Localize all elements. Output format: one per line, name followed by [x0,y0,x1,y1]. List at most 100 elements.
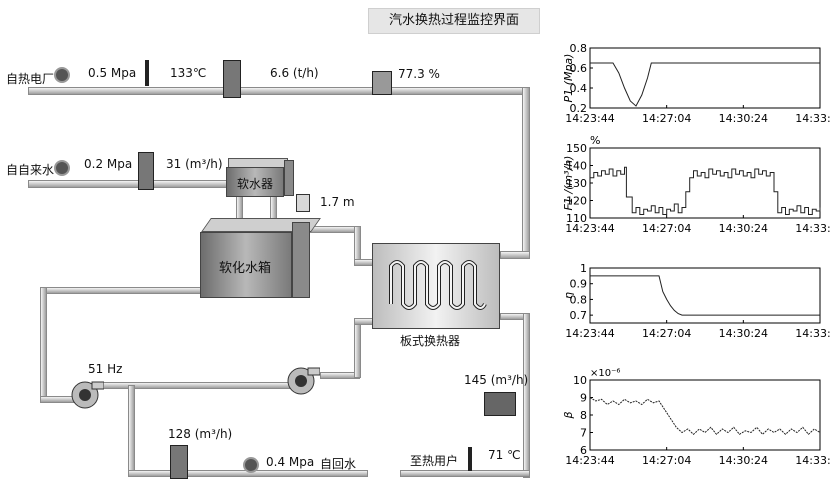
water-pressure-label: 0.2 Mpa [84,157,133,171]
x-tick-label: 14:23:44 [565,327,614,340]
chart-frame [589,47,821,109]
y-tick-label: 0.8 [570,293,588,306]
softener[interactable]: 软水器 [226,167,284,197]
level-label: 1.7 m [320,195,355,209]
steam-pressure-label: 0.5 Mpa [88,66,137,80]
page-title: 汽水换热过程监控界面 [368,8,540,34]
return-pressure-label: 0.4 Mpa [266,455,315,469]
y-tick-label: 150 [566,142,587,155]
chart-panel-4: 67891014:23:4414:27:0414:30:2414:33:44β×… [562,368,830,467]
y-tick-label: 130 [566,177,587,190]
x-tick-label: 14:27:04 [642,112,691,125]
water-pressure-gauge-icon [54,160,70,176]
supply-flow-label: 145 (m³/h) [464,373,529,387]
soft-tank-label: 软化水箱 [219,261,272,276]
supply-down-pipe [523,313,530,478]
steam-source-label: 自热电厂 [6,72,55,86]
y-tick-label: 0.8 [570,42,588,55]
soft-water-tank[interactable]: 软化水箱 [200,232,292,298]
x-tick-label: 14:27:04 [642,454,691,467]
tank-out-pipe [310,226,360,233]
x-tick-label: 14:33:44 [795,222,830,235]
series-line [590,166,821,215]
water-source-label: 自自来水 [6,163,55,177]
x-tick-label: 14:30:24 [719,112,768,125]
x-tick-label: 14:23:44 [565,222,614,235]
chart-frame [589,147,821,219]
chart-panel-2: 110 120 130 140 150 14:23:44 14:27:04 14:30:24 1… [562,134,830,235]
steam-flowmeter-icon [223,60,241,98]
x-tick-label: 14:33:44 [795,327,830,340]
y-tick-label: 0.7 [570,309,588,322]
water-pipe [28,180,238,188]
exchanger-coil-icon [389,260,487,310]
pump-1[interactable] [70,380,105,410]
water-flow-label: 31 (m³/h) [166,157,223,171]
return-down-pipe [128,385,135,475]
return-water-label: 自回水 [320,457,357,471]
x-tick-label: 14:30:24 [719,222,768,235]
y-tick-label: 0.6 [570,62,588,75]
x-tick-label: 14:30:24 [719,454,768,467]
y-tick-label: 10 [573,374,587,387]
return-pressure-gauge-icon [243,457,259,473]
chart-frame [589,379,821,451]
valve-opening-label: 77.3 % [398,67,440,81]
unit-note: % [590,134,600,147]
softener-label: 软水器 [237,177,274,191]
pump-freq-label: 51 Hz [88,362,123,376]
y-tick-label: 0.2 [570,102,588,115]
y-axis-label: P1 (Mpa) [562,54,575,103]
chart-panel-1: 0.2 0.4 0.6 0.8 14:23:44 14:27:04 14:30:24 14:3… [562,42,830,125]
y-tick-label: 120 [566,195,587,208]
loop-left-pipe [40,287,47,402]
supply-temp-sensor-icon [468,447,472,471]
series-line [590,275,820,316]
y-tick-label: 9 [580,392,587,405]
supply-flowmeter-icon [484,392,516,416]
return-flowmeter-icon [170,445,188,479]
chart-panel-3: 0.7 0.8 0.9 1 14:23:44 14:27:04 14:30:24 14:33:… [562,262,830,340]
level-gauge-icon [296,194,310,212]
y-tick-label: 8 [580,409,587,422]
steam-temp-sensor-icon [145,60,149,86]
softener-side [284,160,294,196]
steam-inlet-pipe [500,251,530,259]
x-tick-label: 14:33:44 [795,454,830,467]
steam-pipe [28,87,528,95]
steam-temp-label: 133℃ [170,66,207,80]
x-tick-label: 14:27:04 [642,222,691,235]
exchanger-label: 板式换热器 [400,334,461,348]
x-tick-label: 14:23:44 [565,112,614,125]
pump-2[interactable] [286,366,321,396]
supply-bottom-pipe [400,470,530,477]
water-flowmeter-icon [138,152,154,190]
control-valve-icon[interactable] [372,71,392,95]
pump-icon [71,381,105,409]
y-tick-label: 110 [566,212,587,225]
plate-heat-exchanger[interactable] [372,243,500,329]
y-tick-label: 6 [580,444,587,457]
exponent-label: ×10⁻⁶ [590,368,620,379]
steam-down-pipe [522,87,530,257]
y-tick-label: 1 [580,262,587,275]
y-tick-label: 140 [566,160,587,173]
tank-out-in [354,259,374,266]
y-axis-label: β [562,411,575,419]
series-line [590,62,820,107]
return-flow-label: 128 (m³/h) [168,427,233,441]
x-tick-label: 14:33:44 [795,112,830,125]
x-tick-label: 14:23:44 [565,454,614,467]
loop-top-pipe [40,287,205,294]
chart-frame [589,267,821,324]
y-axis-label: F1 /(m³/h) [562,156,575,211]
y-tick-label: 0.4 [570,82,588,95]
steam-flow-label: 6.6 (t/h) [270,66,319,80]
x-tick-label: 14:30:24 [719,327,768,340]
y-tick-label: 0.9 [570,278,588,291]
series-line [589,397,821,436]
pump2-in-pipe [354,318,374,325]
x-tick-label: 14:27:04 [642,327,691,340]
to-users-label: 至热用户 [410,454,459,468]
trend-charts: 0.2 0.4 0.6 0.8 14:23:44 14:27:04 14:30:24 14:3… [562,42,830,467]
